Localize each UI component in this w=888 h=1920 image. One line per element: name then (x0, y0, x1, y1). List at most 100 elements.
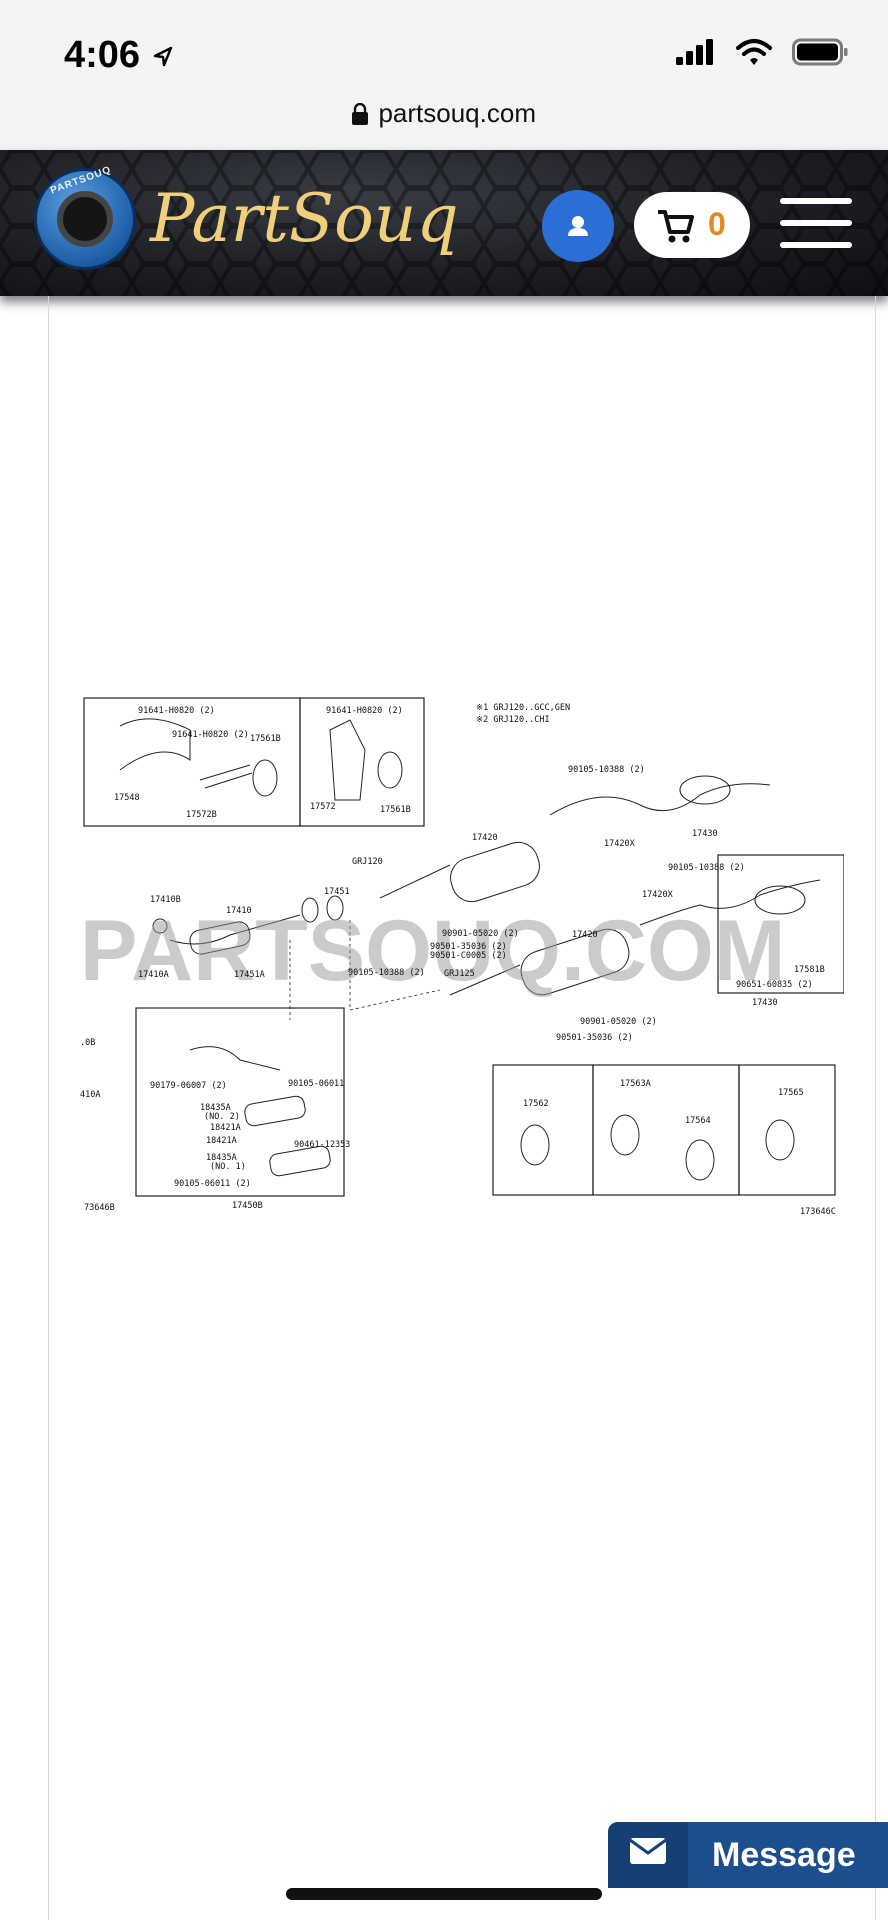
part-label[interactable]: 18421A (206, 1136, 237, 1146)
part-label[interactable]: 17420X (604, 839, 636, 849)
part-label[interactable]: 90105-10388 (2) (568, 765, 645, 775)
bracket-2 (329, 719, 366, 801)
hamburger-menu-icon[interactable] (780, 198, 852, 264)
hanger-bracket (119, 718, 191, 771)
part-label[interactable]: 17565 (778, 1088, 804, 1098)
mount-box-5 (738, 1064, 836, 1196)
home-indicator[interactable] (286, 1888, 602, 1900)
part-label[interactable]: 17420 (572, 930, 598, 940)
pipe-upper (379, 864, 451, 899)
lock-icon (352, 102, 368, 125)
part-label[interactable]: 90901-05020 (2) (580, 1017, 657, 1027)
part-label[interactable]: 90501-35036 (2) (556, 1033, 633, 1043)
part-label[interactable]: 17561B (380, 805, 411, 815)
cat-body-2 (269, 1145, 331, 1177)
exhaust-parts-diagram[interactable]: .ln { stroke:#222; stroke-width:1; fill:… (80, 690, 844, 1230)
user-icon (568, 216, 588, 236)
envelope-icon (629, 1838, 667, 1864)
location-arrow-icon (153, 46, 172, 67)
part-label[interactable]: 91641-H0820 (2) (326, 706, 403, 716)
part-label[interactable]: 17572 (310, 802, 336, 812)
part-label[interactable]: 90501-35036 (2) (430, 942, 507, 952)
tail-muffler-upper (679, 775, 731, 805)
part-label[interactable]: 17451 (324, 887, 350, 897)
part-label[interactable]: 90901-05020 (2) (442, 929, 519, 939)
front-pipe (169, 914, 301, 945)
part-label[interactable]: 90105-10388 (2) (668, 863, 745, 873)
detail-box-1 (83, 697, 301, 827)
cellular-signal-icon (676, 39, 713, 65)
part-label[interactable]: 18421A (210, 1123, 241, 1133)
cart-icon (658, 210, 694, 243)
status-bar: 4:06 (0, 0, 888, 110)
cart-button[interactable]: 0 (634, 192, 750, 258)
part-label[interactable]: 17430 (692, 829, 718, 839)
part-label[interactable]: 91641-H0820 (2) (138, 706, 215, 716)
wifi-icon (736, 39, 772, 65)
part-label[interactable]: 90105-06011 (288, 1079, 344, 1089)
note-1: ※1 GRJ120..GCC,GEN (476, 703, 570, 713)
part-label[interactable]: 17420X (642, 890, 674, 900)
part-label: GRJ120 (352, 857, 383, 867)
muffler-lower (520, 928, 630, 996)
brand-name[interactable]: PartSouq (150, 180, 459, 257)
catalytic-converter (189, 921, 251, 955)
url-text: partsouq.com (378, 98, 536, 128)
part-label[interactable]: 17548 (114, 793, 140, 803)
part-label: 17581B (794, 965, 825, 975)
part-label[interactable]: 90105-10388 (2) (348, 968, 425, 978)
part-label[interactable]: 17410A (138, 970, 169, 980)
part-label[interactable]: 17450B (232, 1201, 263, 1211)
figure-code-right: 173646C (800, 1207, 836, 1217)
watermark: PARTSOUQ.COM (80, 903, 786, 999)
detail-box-lower (717, 854, 844, 994)
content-panel (48, 296, 876, 1920)
part-label[interactable]: 18435A (206, 1153, 237, 1163)
note-2: ※2 GRJ120..CHI (476, 715, 550, 725)
tail-muffler-lower (754, 885, 806, 915)
rubber-mount-2 (377, 751, 403, 789)
mount-17564 (685, 1139, 715, 1181)
part-label[interactable]: 17410B (150, 895, 181, 905)
address-bar[interactable]: partsouq.com (0, 92, 888, 150)
part-label[interactable]: 18435A (200, 1103, 231, 1113)
part-label[interactable]: 90179-06007 (2) (150, 1081, 227, 1091)
part-label[interactable]: 17451A (234, 970, 265, 980)
mount-box-4 (592, 1064, 740, 1196)
figure-code-left: 73646B (84, 1203, 115, 1213)
part-label[interactable]: 90651-60835 (2) (736, 980, 813, 990)
part-label[interactable]: 90461-12353 (294, 1140, 350, 1150)
partsouq-logo[interactable]: PARTSOUQ (34, 164, 136, 270)
gasket-17410B (152, 918, 168, 934)
part-label[interactable]: 17430 (752, 998, 778, 1008)
part-label[interactable]: 90501-C0005 (2) (430, 951, 507, 961)
account-button[interactable] (542, 190, 614, 262)
part-label[interactable]: 91641-H0820 (2) (172, 730, 249, 740)
part-label[interactable]: 17562 (523, 1099, 549, 1109)
part-label[interactable]: 17564 (685, 1116, 711, 1126)
detail-box-2 (299, 697, 425, 827)
mount-17563A (610, 1114, 640, 1156)
part-label[interactable]: 17410 (226, 906, 252, 916)
part-label[interactable]: 17572B (186, 810, 217, 820)
message-button[interactable]: Message (608, 1822, 888, 1888)
gasket-2 (326, 895, 344, 921)
muffler-upper (450, 841, 540, 903)
part-label[interactable]: 17563A (620, 1079, 651, 1089)
hanger-rod (199, 764, 253, 789)
mount-17562 (520, 1124, 550, 1166)
part-label: .0B (80, 1038, 95, 1048)
part-label: (NO. 1) (210, 1162, 246, 1172)
message-label: Message (712, 1836, 856, 1874)
part-label: GRJ125 (444, 969, 475, 979)
part-label[interactable]: 90105-06011 (2) (174, 1179, 251, 1189)
cart-count: 0 (708, 206, 726, 242)
part-labels: 91641-H0820 (2) 91641-H0820 (2) 17561B 1… (80, 706, 825, 1211)
pipe-lower (449, 964, 521, 996)
status-time: 4:06 (64, 34, 175, 77)
tail-pipe-upper (549, 783, 771, 816)
part-label[interactable]: 17420 (472, 833, 498, 843)
cat-body (244, 1095, 306, 1127)
battery-icon (792, 38, 848, 66)
part-label[interactable]: 17561B (250, 734, 281, 744)
